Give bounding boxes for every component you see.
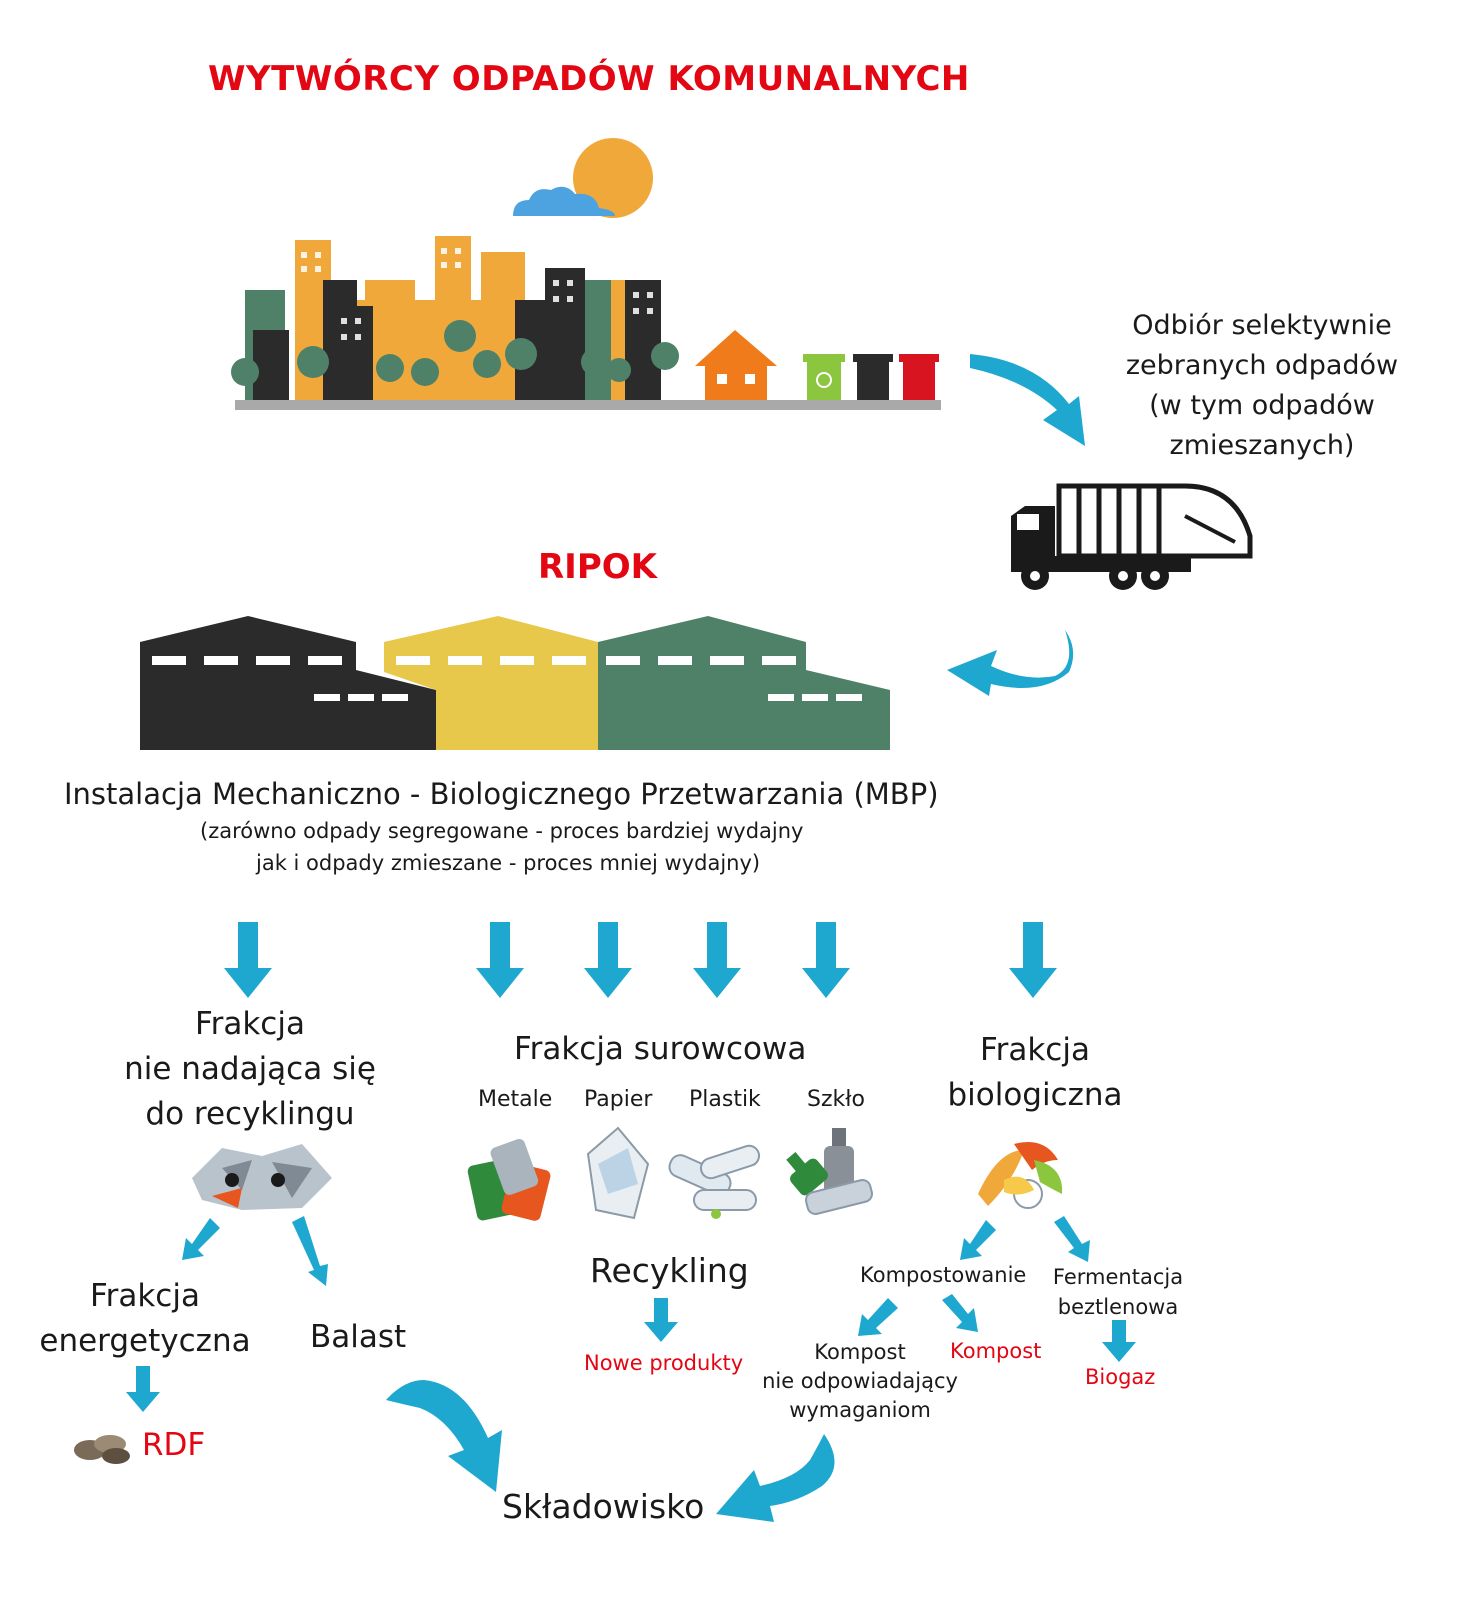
curved-arrow-to-truck-icon <box>970 354 1085 446</box>
house-icon <box>695 330 777 402</box>
garbage-truck-icon <box>1011 483 1253 590</box>
organic-waste-icon <box>978 1142 1063 1209</box>
bio-fraction-label: Frakcja biologiczna <box>947 1032 1123 1113</box>
down-arrow-icon <box>693 922 741 998</box>
down-arrow-icon <box>1102 1320 1136 1362</box>
non-recyclable-label: Frakcja nie nadająca się do recyklingu <box>124 1006 376 1132</box>
paper-icon <box>586 1126 650 1220</box>
material-metals: Metale <box>478 1087 553 1112</box>
energy-fraction-label: Frakcja energetyczna <box>39 1278 251 1359</box>
glass-bottles-icon <box>786 1128 873 1215</box>
landfill-label: Składowisko <box>502 1487 705 1526</box>
raw-fraction-label: Frakcja surowcowa <box>514 1031 807 1067</box>
down-arrow-icon <box>584 922 632 998</box>
red-bin-icon <box>899 354 939 402</box>
down-arrow-icon <box>802 922 850 998</box>
biogas-label: Biogaz <box>1085 1365 1156 1389</box>
material-glass: Szkło <box>807 1087 865 1112</box>
arrows-split-icon <box>858 1294 978 1336</box>
recycling-bin-icon <box>803 354 845 402</box>
material-plastic: Plastik <box>689 1087 761 1112</box>
curved-arrow-to-landfill-icon <box>386 1380 502 1492</box>
cans-icon <box>467 1138 551 1221</box>
rdf-label: RDF <box>142 1427 206 1463</box>
mbp-factory-illustration <box>140 616 890 750</box>
ballast-label: Balast <box>310 1319 407 1355</box>
page-title: WYTWÓRCY ODPADÓW KOMUNALNYCH <box>208 59 970 99</box>
mixed-waste-icon <box>192 1144 332 1210</box>
down-arrow-icon <box>126 1366 160 1412</box>
trees-icon <box>231 320 679 386</box>
compost-bad-label: Kompost nie odpowiadający wymaganiom <box>762 1340 958 1422</box>
mbp-subtitle-1: (zarówno odpady segregowane - proces bar… <box>200 819 804 843</box>
down-arrows <box>224 922 1057 998</box>
recycling-label: Recykling <box>590 1251 749 1290</box>
collection-label: Odbiór selektywnie zebranych odpadów (w … <box>1125 310 1399 461</box>
down-arrow-icon <box>1009 922 1057 998</box>
ripok-label: RIPOK <box>538 547 657 587</box>
black-bin-icon <box>853 354 893 402</box>
fermentation-label: Fermentacja beztlenowa <box>1052 1265 1184 1319</box>
material-paper: Papier <box>584 1087 653 1112</box>
city-illustration <box>231 138 941 410</box>
curved-arrow-to-ripok-icon <box>947 630 1074 696</box>
down-arrow-icon <box>224 922 272 998</box>
rdf-pellets-icon <box>74 1435 130 1464</box>
mbp-subtitle-2: jak i odpady zmieszane - proces mniej wy… <box>256 851 761 875</box>
plastic-bottles-icon <box>668 1144 761 1219</box>
arrows-split-icon <box>182 1216 328 1286</box>
composting-label: Kompostowanie <box>860 1263 1027 1287</box>
down-arrow-icon <box>644 1298 678 1342</box>
new-products-label: Nowe produkty <box>584 1351 744 1375</box>
arrows-split-icon <box>960 1216 1090 1262</box>
curved-arrow-to-landfill-icon <box>716 1434 835 1522</box>
cloud-icon <box>513 186 615 216</box>
down-arrow-icon <box>476 922 524 998</box>
mbp-title: Instalacja Mechaniczno - Biologicznego P… <box>64 777 939 811</box>
compost-label: Kompost <box>950 1339 1042 1363</box>
